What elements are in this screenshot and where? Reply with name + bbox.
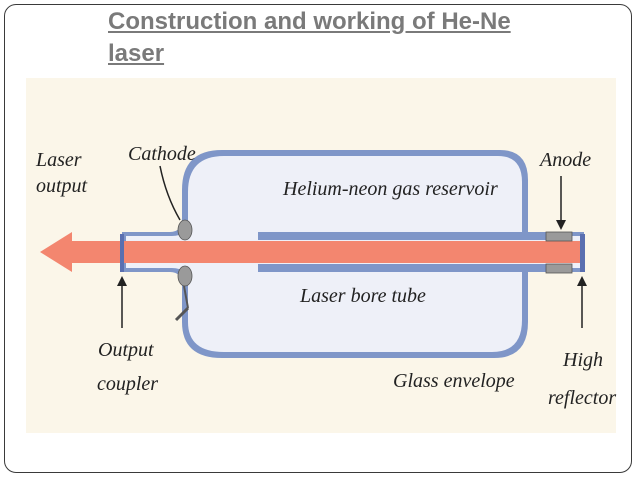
- label-laser-output-line2: output: [36, 175, 88, 197]
- label-high-reflector-line2: reflector: [548, 387, 616, 409]
- cathode-electrode-upper: [177, 219, 193, 241]
- output-coupler-arrowhead: [117, 276, 127, 286]
- cathode-electrode-lower: [177, 265, 193, 287]
- label-bore-tube: Laser bore tube: [299, 285, 426, 307]
- laser-beam: [66, 241, 580, 263]
- high-reflector-mirror: [580, 234, 585, 272]
- label-output-coupler-line1: Output: [98, 339, 154, 361]
- label-output-coupler-line2: coupler: [97, 373, 158, 395]
- anode-electrode-upper: [545, 231, 573, 242]
- bore-tube-lower-wall: [258, 264, 548, 272]
- title-line-2: laser: [108, 40, 165, 67]
- label-high-reflector-line1: High: [562, 349, 603, 371]
- label-laser-output-line1: Laser: [35, 149, 82, 171]
- high-reflector-arrowhead: [577, 276, 587, 286]
- slide-title: Construction and working of He-Ne laser: [108, 6, 608, 70]
- output-coupler-mirror: [120, 234, 124, 272]
- label-gas-reservoir: Helium-neon gas reservoir: [282, 178, 498, 200]
- anode-electrode-lower: [545, 263, 573, 274]
- bore-tube-upper-wall: [258, 232, 548, 240]
- anode-pointer-arrowhead: [556, 220, 566, 230]
- laser-output-arrow: [40, 232, 72, 272]
- title-line-1: Construction and working of He-Ne: [108, 8, 511, 35]
- label-cathode: Cathode: [128, 143, 196, 165]
- cathode-lead: [183, 285, 189, 309]
- label-anode: Anode: [538, 149, 591, 171]
- label-glass-envelope: Glass envelope: [393, 370, 515, 392]
- cathode-lead-tip: [174, 306, 190, 322]
- cathode-pointer: [159, 165, 181, 221]
